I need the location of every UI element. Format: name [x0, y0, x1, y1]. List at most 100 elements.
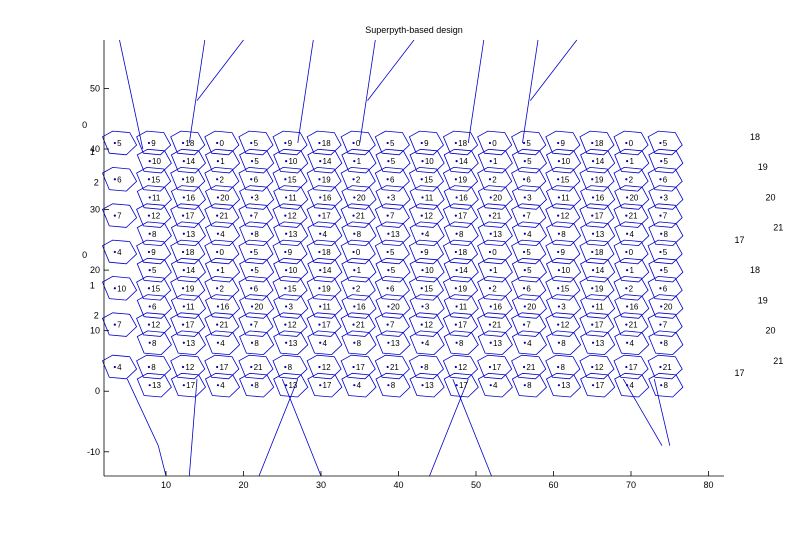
cell-point: [285, 305, 288, 308]
cell-point: [182, 269, 185, 272]
cell-label: 4: [425, 230, 430, 239]
cell-label: 13: [561, 381, 570, 390]
voronoi-cell: [204, 354, 240, 380]
voronoi-cell: [170, 294, 206, 319]
voronoi-cell: [341, 330, 377, 356]
cell-point: [659, 141, 662, 145]
outer-label: 1: [90, 147, 95, 157]
voronoi-cell: [204, 130, 240, 156]
voronoi-cell: [238, 166, 274, 192]
cell-label: 4: [527, 230, 532, 239]
voronoi-cell: [238, 354, 274, 380]
voronoi-cell: [136, 166, 172, 192]
outer-label: 21: [773, 356, 783, 366]
cell-label: 17: [185, 212, 194, 221]
cell-label: 8: [254, 339, 259, 348]
cell-label: 13: [595, 230, 604, 239]
cell-label: 16: [459, 193, 468, 202]
voronoi-cell: [204, 239, 240, 265]
cell-label: 15: [288, 175, 297, 184]
cell-point: [386, 214, 389, 217]
cell-point: [352, 141, 355, 145]
cell-point: [216, 196, 220, 199]
cell-point: [489, 232, 492, 235]
cell-label: 8: [561, 339, 566, 348]
cell-label: 21: [663, 363, 672, 372]
cell-label: 13: [595, 339, 604, 348]
cell-point: [625, 214, 628, 217]
cell-label: 0: [629, 248, 634, 257]
cell-point: [386, 323, 389, 326]
y-tick-label: 50: [90, 83, 100, 93]
cell-point: [216, 141, 219, 145]
cell-point: [591, 341, 595, 344]
cell-label: 5: [254, 266, 259, 275]
cell-point: [216, 287, 219, 290]
cell-label: 5: [526, 248, 531, 257]
cell-point: [250, 287, 253, 290]
voronoi-cell: [272, 239, 308, 265]
cell-label: 4: [629, 381, 634, 390]
voronoi-cell: [306, 239, 342, 265]
cell-label: 3: [254, 193, 259, 202]
cell-point: [455, 160, 458, 163]
cell-point: [523, 232, 526, 235]
cell-point: [489, 196, 492, 199]
outer-label: 2: [94, 311, 99, 321]
voronoi-cell: [239, 330, 275, 356]
cell-point: [522, 323, 526, 326]
cell-point: [285, 160, 288, 163]
cell-label: 14: [323, 266, 332, 275]
cell-label: 13: [493, 339, 502, 348]
voronoi-edge: [622, 378, 663, 446]
voronoi-cell: [136, 203, 172, 228]
voronoi-cell: [204, 312, 240, 337]
voronoi-cells: [101, 130, 684, 398]
voronoi-cell: [307, 148, 343, 174]
voronoi-cell: [204, 221, 241, 247]
cell-label: 9: [288, 139, 293, 148]
voronoi-cell: [306, 354, 342, 380]
voronoi-cell: [545, 221, 582, 247]
cell-label: 6: [254, 284, 259, 293]
voronoi-cell: [545, 354, 581, 380]
cell-label: 13: [152, 381, 161, 390]
cell-label: 1: [493, 266, 498, 275]
cell-label: 19: [322, 175, 331, 184]
cell-label: 18: [595, 139, 604, 148]
cell-label: 18: [185, 139, 194, 148]
cell-point: [420, 287, 423, 290]
cell-label: 7: [390, 212, 395, 221]
cell-label: 12: [458, 363, 467, 372]
voronoi-cell: [511, 294, 547, 319]
cell-label: 17: [323, 381, 332, 390]
cell-label: 13: [288, 381, 297, 390]
cell-point: [625, 178, 628, 181]
voronoi-cell: [477, 372, 513, 398]
cell-point: [386, 287, 389, 290]
voronoi-cell: [238, 312, 274, 337]
cell-label: 16: [357, 302, 366, 311]
cell-label: 15: [560, 284, 569, 293]
cell-point: [659, 250, 662, 254]
cell-label: 20: [664, 302, 673, 311]
voronoi-cell: [443, 257, 479, 283]
cell-point: [557, 232, 561, 235]
cell-point: [660, 341, 663, 344]
y-tick-label: -10: [87, 447, 100, 457]
cell-label: 18: [458, 248, 467, 257]
voronoi-cell: [204, 330, 241, 356]
voronoi-edge: [196, 39, 244, 101]
voronoi-cell: [443, 148, 479, 174]
cell-label: 19: [458, 175, 467, 184]
cell-point: [421, 305, 424, 308]
cell-point: [523, 196, 526, 199]
cell-point: [659, 214, 662, 217]
cell-point: [182, 305, 185, 308]
cell-point: [113, 323, 116, 326]
cell-label: 21: [492, 212, 501, 221]
cell-label: 7: [663, 212, 668, 221]
cell-label: 20: [254, 302, 263, 311]
